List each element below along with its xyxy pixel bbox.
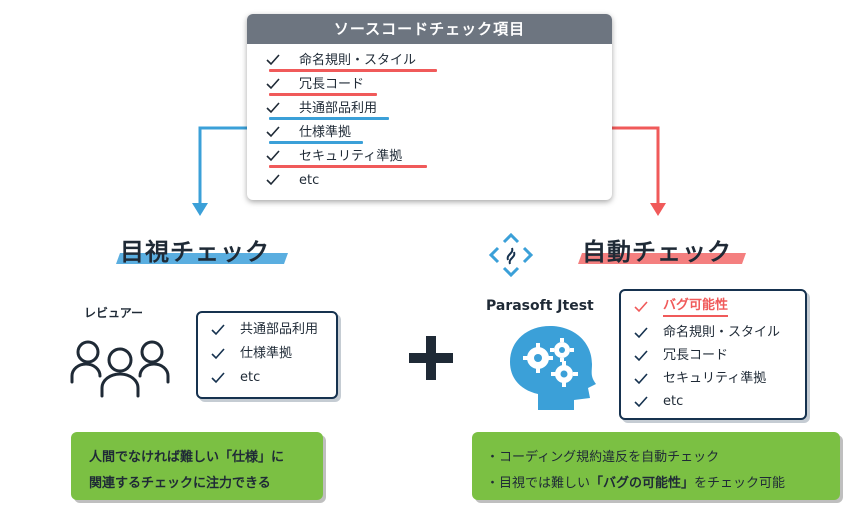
plus-icon xyxy=(409,336,453,380)
auto-item-label: etc xyxy=(663,394,684,409)
visual-items-box: 共通部品利用 仕様準拠 etc xyxy=(196,311,338,399)
check-icon xyxy=(634,396,648,408)
visual-note-line2: 関連するチェックに注力できる xyxy=(89,476,271,491)
auto-items-box: バグ可能性 命名規則・スタイル 冗長コード セキュリティ準拠 etc xyxy=(619,289,807,420)
visual-item-label: 仕様準拠 xyxy=(240,346,293,361)
check-icon xyxy=(634,327,648,339)
jtest-logo-icon xyxy=(488,232,534,278)
jtest-brand-label: Parasoft Jtest xyxy=(486,298,594,314)
auto-item-label: セキュリティ準拠 xyxy=(663,371,767,386)
auto-item-label: 冗長コード xyxy=(663,348,729,363)
reviewers-icon xyxy=(70,340,170,398)
source-check-card: ソースコードチェック項目 命名規則・スタイル 冗長コード 共通部品利用 仕様準拠… xyxy=(247,14,612,200)
auto-check-heading: 自動チェック xyxy=(582,238,732,266)
red-underline xyxy=(269,93,377,96)
blue-underline xyxy=(269,141,363,144)
right-flow-arrow xyxy=(612,126,660,205)
check-icon xyxy=(266,54,280,66)
check-icon xyxy=(266,126,280,138)
checklist-item-label: セキュリティ準拠 xyxy=(299,149,403,164)
check-icon xyxy=(211,348,225,360)
red-underline xyxy=(269,165,427,168)
reviewer-label: レビュアー xyxy=(84,306,144,320)
visual-note-line1: 人間でなければ難しい「仕様」に xyxy=(89,450,285,465)
brain-gears-icon xyxy=(510,326,596,410)
right-arrowhead xyxy=(650,203,666,216)
left-flow-arrow xyxy=(198,126,247,205)
check-icon xyxy=(634,373,648,385)
left-arrowhead xyxy=(192,203,208,216)
auto-note-line2: ・目視では難しい「バグの可能性」をチェック可能 xyxy=(486,472,785,491)
blue-underline xyxy=(269,117,389,120)
checklist-item-label: 冗長コード xyxy=(299,77,365,92)
auto-note-line2-bold: 「バグの可能性」 xyxy=(590,476,695,491)
auto-note-line1: ・コーディング規約違反を自動チェック xyxy=(486,450,720,465)
visual-item-label: etc xyxy=(240,370,261,385)
check-icon xyxy=(634,301,648,313)
check-icon xyxy=(266,78,280,90)
auto-note-line2-post: をチェック可能 xyxy=(694,476,786,491)
check-icon xyxy=(266,150,280,162)
checklist-item-label: etc xyxy=(299,173,320,188)
visual-item-label: 共通部品利用 xyxy=(240,322,319,337)
checklist-item-label: 共通部品利用 xyxy=(299,101,378,116)
auto-note-box: ・コーディング規約違反を自動チェック ・目視では難しい「バグの可能性」をチェック… xyxy=(472,432,840,500)
check-icon xyxy=(211,372,225,384)
bug-possibility-label: バグ可能性 xyxy=(663,296,729,317)
visual-note-box: 人間でなければ難しい「仕様」に 関連するチェックに注力できる xyxy=(71,432,323,500)
check-icon xyxy=(211,324,225,336)
red-underline xyxy=(269,69,437,72)
checklist-title: ソースコードチェック項目 xyxy=(247,14,612,44)
check-icon xyxy=(634,350,648,362)
auto-item-label: 命名規則・スタイル xyxy=(663,325,781,340)
visual-check-heading: 目視チェック xyxy=(120,238,270,266)
check-icon xyxy=(266,174,280,186)
check-icon xyxy=(266,102,280,114)
checklist-item-label: 命名規則・スタイル xyxy=(299,53,417,68)
auto-note-line2-pre: ・目視では難しい xyxy=(486,476,591,491)
checklist-item-label: 仕様準拠 xyxy=(299,125,352,140)
